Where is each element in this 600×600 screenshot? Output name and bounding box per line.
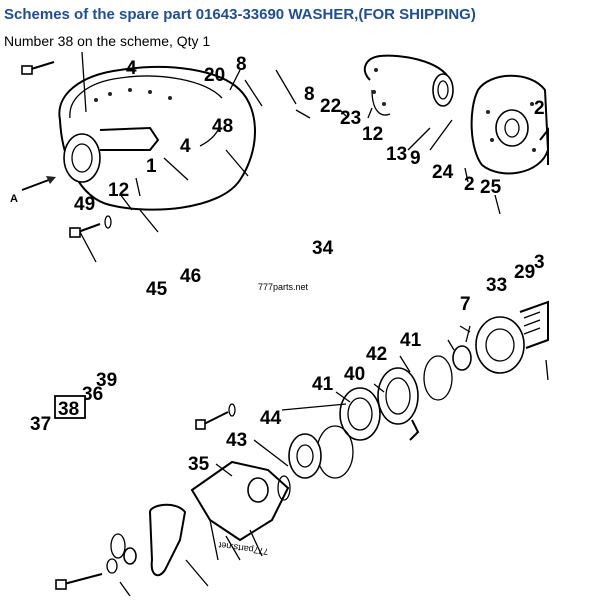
label-43: 43 xyxy=(226,430,247,451)
label-12b: 12 xyxy=(108,180,129,201)
upper-right-hub xyxy=(470,74,550,175)
label-2a: 2 xyxy=(534,98,545,119)
label-2b: 2 xyxy=(464,174,475,195)
label-40: 40 xyxy=(344,364,365,385)
label-4b: 4 xyxy=(180,136,191,157)
scheme-labels: 20 8 4 8 22 23 12 13 9 2 48 4 1 24 2 25 … xyxy=(10,54,545,475)
label-41b: 41 xyxy=(312,374,334,395)
label-46: 46 xyxy=(180,266,201,287)
label-25: 25 xyxy=(480,177,502,198)
label-1: 1 xyxy=(146,156,157,177)
label-33: 33 xyxy=(486,275,507,296)
parts-scheme-diagram: 20 8 4 8 22 23 12 13 9 2 48 4 1 24 2 25 … xyxy=(10,52,550,597)
label-44: 44 xyxy=(260,408,282,429)
label-38-highlighted: 38 xyxy=(58,399,79,420)
label-4a: 4 xyxy=(126,58,137,79)
label-3: 3 xyxy=(534,252,545,273)
lower-shaft-assembly xyxy=(55,300,549,597)
label-48: 48 xyxy=(212,116,233,137)
label-22: 22 xyxy=(320,96,341,117)
label-13: 13 xyxy=(386,144,407,165)
label-8a: 8 xyxy=(236,54,247,75)
upper-flange-ring xyxy=(363,54,454,116)
label-49: 49 xyxy=(74,194,95,215)
highlighted-part-38[interactable]: 38 xyxy=(54,395,86,420)
watermark-upper: 777parts.net xyxy=(258,282,309,292)
label-23: 23 xyxy=(340,108,361,129)
upper-leader-lines xyxy=(79,52,501,263)
label-20: 20 xyxy=(204,65,225,86)
label-36: 36 xyxy=(82,384,103,405)
label-12a: 12 xyxy=(362,124,383,145)
label-39: 39 xyxy=(96,370,117,391)
watermark-lower: 777parts.net xyxy=(218,540,269,557)
label-45: 45 xyxy=(146,279,168,300)
view-arrow-label: A xyxy=(10,193,18,205)
label-34: 34 xyxy=(312,238,334,259)
label-37: 37 xyxy=(30,414,51,435)
label-29: 29 xyxy=(514,262,535,283)
label-41a: 41 xyxy=(400,330,422,351)
part-position-info: Number 38 on the scheme, Qty 1 xyxy=(4,33,211,49)
label-35: 35 xyxy=(188,454,210,475)
label-42: 42 xyxy=(366,344,387,365)
label-7: 7 xyxy=(460,294,471,315)
upper-hub-housing xyxy=(21,61,256,238)
label-9: 9 xyxy=(410,148,421,169)
page-title: Schemes of the spare part 01643-33690 WA… xyxy=(4,6,476,23)
label-24: 24 xyxy=(432,162,454,183)
label-8b: 8 xyxy=(304,84,315,105)
